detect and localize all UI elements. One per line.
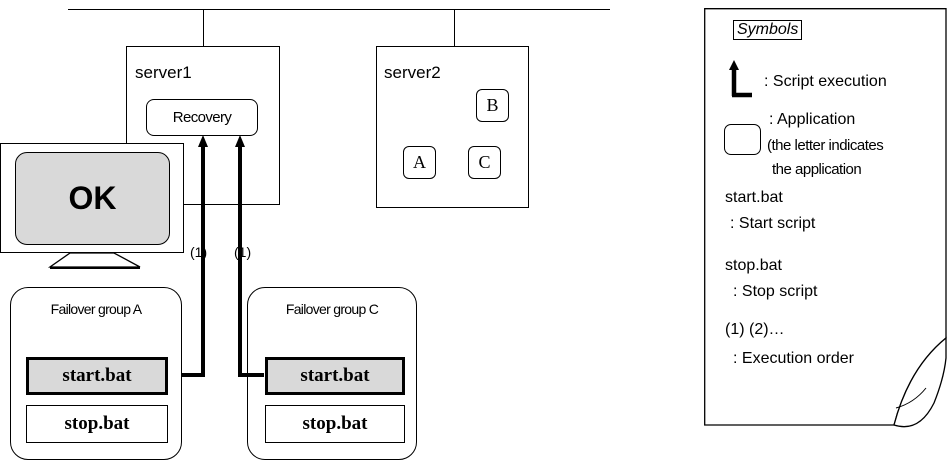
legend-title: Symbols [733, 20, 803, 40]
legend-script-execution: : Script execution [764, 73, 887, 90]
application-c: C [468, 146, 501, 179]
network-bus [68, 9, 610, 11]
group-a-start-script: start.bat [26, 357, 168, 395]
group-c-arrow-head [235, 135, 245, 147]
failover-group-a: Failover group A start.bat stop.bat [10, 287, 182, 460]
monitor-screen: OK [15, 152, 170, 245]
server1-network-drop [203, 9, 205, 46]
failover-group-a-label: Failover group A [50, 301, 142, 317]
legend-stop-name: stop.bat [725, 257, 782, 274]
group-a-stop-script: stop.bat [26, 405, 168, 443]
server1-label: server1 [135, 63, 192, 82]
failover-group-c: Failover group C start.bat stop.bat [247, 287, 417, 460]
legend-application-note-1: (the letter indicates [767, 137, 884, 154]
group-a-execution-order: (1) [190, 244, 208, 260]
monitor-stand [47, 252, 141, 269]
legend-order-desc: : Execution order [733, 350, 854, 367]
legend-page-curl [893, 336, 947, 428]
script-execution-symbol-icon [729, 60, 752, 98]
legend-application-note-2: the application [772, 161, 862, 178]
group-a-arrow-head [198, 135, 208, 147]
server2-network-drop [454, 9, 456, 46]
legend-panel [704, 8, 947, 428]
legend-start-name: start.bat [725, 189, 783, 206]
recovery-application: Recovery [146, 99, 258, 136]
group-a-execution-arrow [182, 146, 205, 377]
failover-group-c-label: Failover group C [285, 301, 379, 317]
application-symbol-icon [724, 124, 761, 155]
group-c-execution-order: (1) [234, 244, 252, 260]
server2-box: server2 A B C [376, 46, 529, 208]
application-a: A [403, 146, 436, 179]
legend-start-desc: : Start script [730, 215, 816, 232]
application-b: B [476, 89, 509, 122]
legend-application: : Application [769, 111, 856, 128]
legend-order-name: (1) (2)… [725, 321, 785, 338]
legend-stop-desc: : Stop script [733, 283, 818, 300]
group-c-execution-arrow [238, 146, 264, 377]
group-c-start-script: start.bat [265, 357, 405, 395]
group-c-stop-script: stop.bat [265, 405, 405, 443]
server2-label: server2 [384, 63, 441, 82]
